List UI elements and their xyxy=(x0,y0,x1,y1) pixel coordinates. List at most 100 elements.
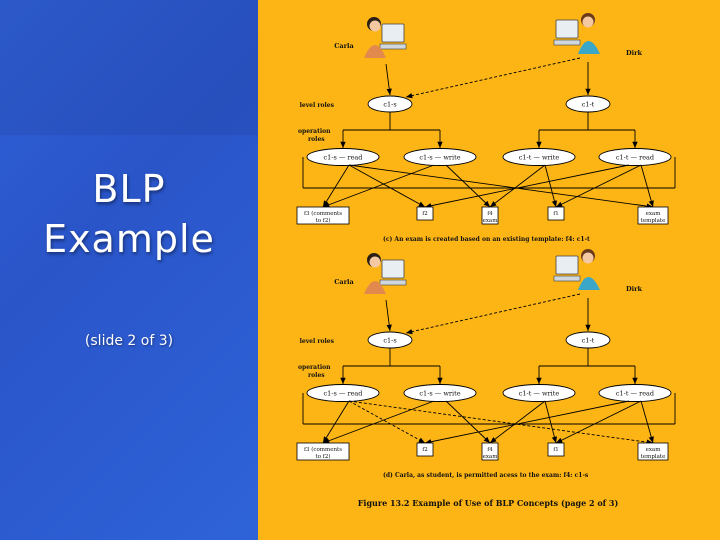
permission-line xyxy=(348,400,426,444)
permission-line xyxy=(544,164,558,208)
operation-role-node xyxy=(306,384,380,402)
row-label-level-roles: level roles xyxy=(300,338,335,345)
permission-line xyxy=(640,164,654,208)
panel-caption: (c) An exam is created based on an exist… xyxy=(383,236,590,243)
user-assignment-arrow xyxy=(385,63,392,96)
permission-line xyxy=(322,164,350,208)
row-label-operation: operation xyxy=(298,128,331,135)
row-label-level-roles: level roles xyxy=(300,102,335,109)
object-label: exam xyxy=(646,211,662,217)
operation-role-label: c1-t — read xyxy=(616,154,654,162)
object-label: to f2) xyxy=(316,453,331,460)
permission-line xyxy=(348,164,654,209)
permission-line xyxy=(322,400,435,444)
slide-subtitle: (slide 2 of 3) xyxy=(84,333,174,349)
monitor-icon xyxy=(381,259,405,279)
object-label: f4 xyxy=(487,211,493,217)
object-label: to f2) xyxy=(316,217,331,224)
operation-role-label: c1-t — read xyxy=(616,390,654,398)
object-label: f2 xyxy=(422,447,428,453)
user-label-dirk: Dirk xyxy=(626,285,643,293)
object-box xyxy=(296,442,350,461)
object-box xyxy=(481,442,499,461)
object-label: f4 xyxy=(487,447,493,453)
permission-line xyxy=(445,164,491,208)
permission-line xyxy=(348,400,654,445)
permission-line xyxy=(489,400,546,444)
permission-line xyxy=(424,400,630,445)
panel-caption: (d) Carla, as student, is permitted aces… xyxy=(383,472,589,479)
level-role-label: c1-t xyxy=(582,337,595,345)
object-box xyxy=(416,442,434,457)
operation-role-label: c1-s — read xyxy=(324,390,363,398)
object-label: exam xyxy=(483,454,499,460)
operation-role-label: c1-t — write xyxy=(519,154,560,162)
permission-line xyxy=(424,164,630,209)
user-assignment-arrow xyxy=(385,299,392,332)
slide-title-line-2: Example xyxy=(43,217,215,261)
torso-icon xyxy=(578,41,600,54)
operation-role-label: c1-s — read xyxy=(324,154,363,162)
operation-role-label: c1-s — write xyxy=(419,154,460,162)
object-label: exam xyxy=(483,218,499,224)
keyboard-icon xyxy=(379,279,407,286)
header-shade xyxy=(0,0,258,135)
object-box xyxy=(416,206,434,221)
operation-role-node xyxy=(306,148,380,166)
user-label-carla: Carla xyxy=(334,278,354,286)
permission-line xyxy=(445,400,491,444)
monitor-icon xyxy=(381,23,405,43)
face-icon xyxy=(369,20,381,32)
title-panel: BLP Example (slide 2 of 3) xyxy=(0,0,258,540)
level-role-label: c1-t xyxy=(582,101,595,109)
operation-role-label: c1-s — write xyxy=(419,390,460,398)
object-box xyxy=(637,442,669,461)
level-role-label: c1-s xyxy=(383,101,396,109)
torso-icon xyxy=(364,45,386,58)
object-box xyxy=(547,206,565,221)
user-assignment-arrow xyxy=(405,293,581,335)
operation-role-node xyxy=(403,148,477,166)
row-label-roles: roles xyxy=(308,136,325,143)
object-box xyxy=(547,442,565,457)
object-label: exam xyxy=(646,447,662,453)
face-icon xyxy=(582,252,594,264)
operation-role-node xyxy=(502,384,576,402)
row-label-roles: roles xyxy=(308,372,325,379)
slide-title: BLP Example xyxy=(0,164,258,264)
object-box xyxy=(296,206,350,225)
keyboard-icon xyxy=(553,275,581,282)
keyboard-icon xyxy=(553,39,581,46)
row-label-operation: operation xyxy=(298,364,331,371)
permission-line xyxy=(640,400,654,444)
permission-line xyxy=(489,164,546,208)
face-icon xyxy=(582,16,594,28)
permission-line xyxy=(322,164,435,208)
keyboard-icon xyxy=(379,43,407,50)
figure-caption: Figure 13.2 Example of Use of BLP Concep… xyxy=(358,498,619,508)
user-label-carla: Carla xyxy=(334,42,354,50)
object-label: f2 xyxy=(422,211,428,217)
operation-role-label: c1-t — write xyxy=(519,390,560,398)
permission-line xyxy=(322,400,350,444)
object-label: f1 xyxy=(553,211,559,217)
operation-role-node xyxy=(598,148,672,166)
monitor-icon xyxy=(555,19,579,39)
object-label: f3 (comments xyxy=(304,446,342,453)
operation-role-node xyxy=(502,148,576,166)
object-box xyxy=(637,206,669,225)
permission-line xyxy=(544,400,558,444)
permission-line xyxy=(555,164,642,208)
face-icon xyxy=(369,256,381,268)
permission-line xyxy=(555,400,642,444)
operation-role-node xyxy=(403,384,477,402)
torso-icon xyxy=(578,277,600,290)
slide-title-line-1: BLP xyxy=(92,167,166,211)
object-box xyxy=(481,206,499,225)
level-role-label: c1-s xyxy=(383,337,396,345)
object-label: template xyxy=(641,454,666,460)
